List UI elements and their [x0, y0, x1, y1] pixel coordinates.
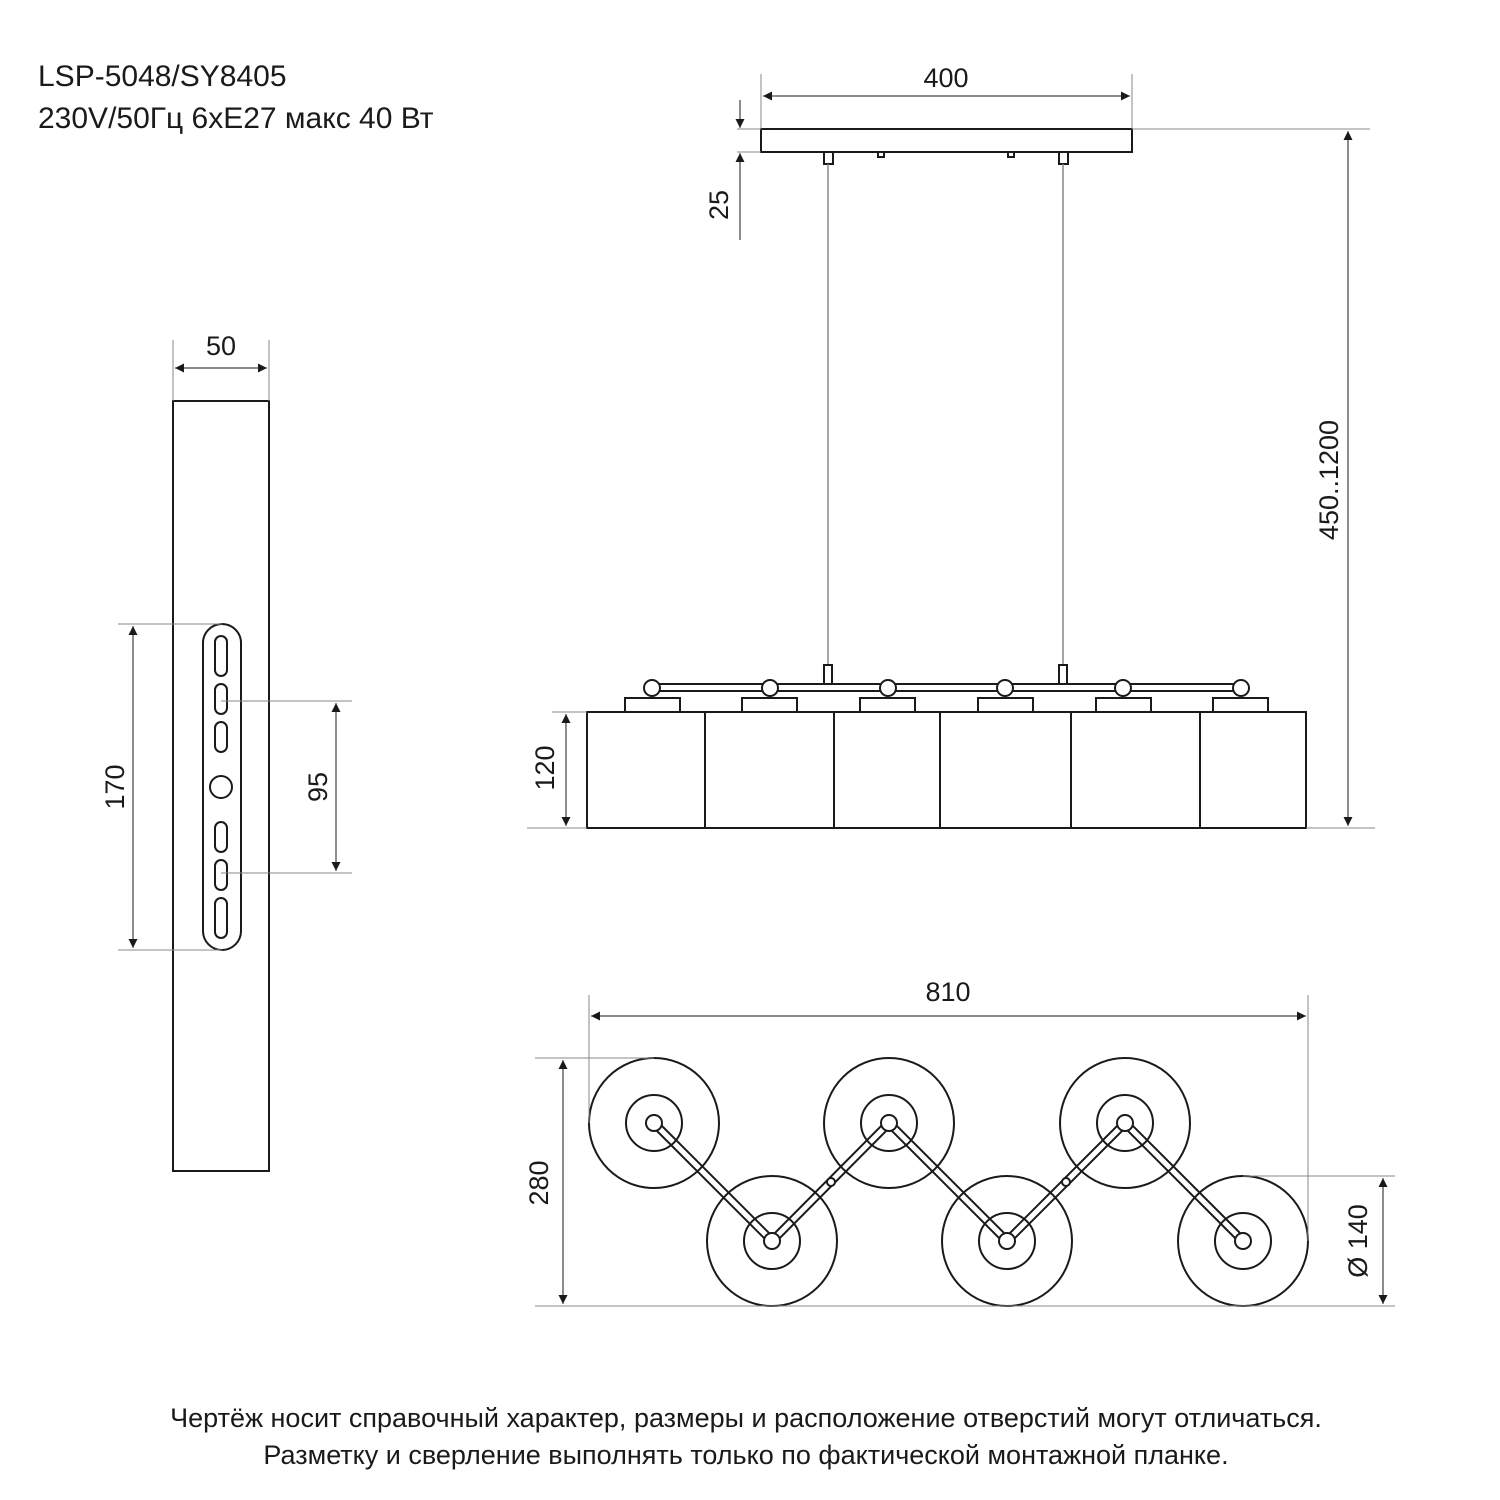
holder-joint	[763, 1232, 781, 1250]
canopy	[760, 128, 1133, 153]
holder-ring	[1214, 1212, 1272, 1270]
plate-center-hole	[209, 775, 233, 799]
plate-slot	[214, 859, 228, 891]
front-view-dimensions	[527, 74, 1375, 829]
holder-joint	[880, 1114, 898, 1132]
dim-shade-height: 120	[530, 745, 560, 790]
spec-line: 230V/50Гц 6хE27 макс 40 Вт	[38, 102, 434, 135]
canopy-fitting	[823, 151, 834, 165]
dim-canopy-height: 25	[704, 190, 734, 220]
plate-slot	[214, 821, 228, 853]
plate-slot	[214, 635, 228, 677]
top-view	[588, 1057, 1309, 1307]
mounting-plate	[172, 400, 270, 1172]
cable-clamp	[823, 664, 833, 685]
plate-body	[172, 400, 270, 1172]
dim-suspension-height: 450..1200	[1314, 420, 1344, 540]
shade-outline	[823, 1057, 955, 1189]
holder-ring	[978, 1212, 1036, 1270]
plate-dimensions	[118, 340, 352, 951]
dim-plate-slot-span: 170	[100, 764, 130, 809]
plate-slot	[214, 683, 228, 715]
holder-ring	[860, 1094, 918, 1152]
lamp-holder	[741, 697, 798, 713]
ball-joint	[643, 679, 661, 697]
ball-joint	[1232, 679, 1250, 697]
plate-slot	[214, 897, 228, 939]
lamp-holder	[859, 697, 916, 713]
holder-ring	[743, 1212, 801, 1270]
dim-overall-depth: 280	[524, 1160, 554, 1205]
dim-overall-length: 810	[925, 977, 970, 1007]
ball-joint	[1114, 679, 1132, 697]
holder-joint	[1116, 1114, 1134, 1132]
shade	[586, 711, 719, 829]
lamp-holder	[1095, 697, 1152, 713]
canopy-screw	[1007, 151, 1015, 158]
holder-joint	[645, 1114, 663, 1132]
lamp-holder	[624, 697, 681, 713]
shade	[704, 711, 836, 829]
cable-clamp	[1058, 664, 1068, 685]
dim-plate-width: 50	[206, 331, 236, 361]
holder-ring	[1096, 1094, 1154, 1152]
top-view-dimensions	[535, 995, 1395, 1307]
ball-joint	[761, 679, 779, 697]
zigzag-arm	[653, 1126, 1244, 1248]
arm-rivet	[1061, 1177, 1071, 1187]
canopy-fitting	[1058, 151, 1069, 165]
holder-joint	[998, 1232, 1016, 1250]
shade-outline	[1059, 1057, 1191, 1189]
holder-joint	[1234, 1232, 1252, 1250]
dim-plate-hole-spacing: 95	[303, 772, 333, 802]
dim-canopy-width: 400	[923, 63, 968, 93]
front-view	[586, 128, 1307, 829]
disclaimer-line-2: Разметку и сверление выполнять только по…	[263, 1440, 1228, 1470]
holder-ring	[625, 1094, 683, 1152]
dim-shade-diameter: Ø 140	[1343, 1204, 1373, 1278]
arm-rivet	[826, 1177, 836, 1187]
lamp-holder	[1212, 697, 1269, 713]
ball-joint	[996, 679, 1014, 697]
zigzag-arm	[653, 1116, 1244, 1238]
plate-slot	[214, 721, 228, 753]
model-title: LSP-5048/SY8405	[38, 60, 287, 93]
ball-joint	[879, 679, 897, 697]
lamp-holder	[977, 697, 1034, 713]
shade	[1069, 711, 1201, 829]
canopy-screw	[877, 151, 885, 158]
shade	[939, 711, 1072, 829]
shade	[833, 711, 942, 829]
disclaimer-line-1: Чертёж носит справочный характер, размер…	[170, 1403, 1322, 1433]
